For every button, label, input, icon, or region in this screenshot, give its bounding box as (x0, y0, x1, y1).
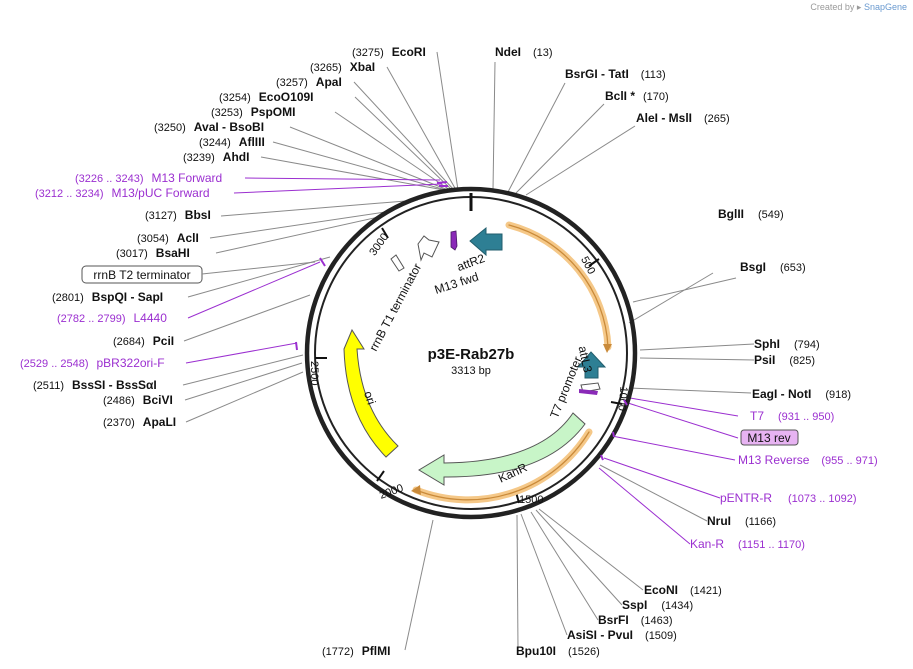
rrnb-t1-terminator-arrow (417, 235, 440, 262)
site-label[interactable]: (2684)PciI (113, 334, 174, 348)
snapgene-logo-icon: ▸ (856, 2, 862, 12)
right-site-labels: NdeI(13) BsrGI - TatI(113) BclI *(170) A… (322, 45, 878, 658)
rrnb-t2-connector (201, 261, 316, 275)
primer-label[interactable]: (2529 .. 2548)pBR322ori-F (20, 356, 165, 370)
site-label[interactable]: (2486)BciVI (103, 393, 173, 407)
m13-rev-feature (579, 389, 598, 395)
m13-fwd-label: M13 fwd (433, 270, 480, 297)
primer-label[interactable]: T7(931 .. 950) (750, 409, 834, 423)
attl3-feature-arrow (576, 351, 607, 379)
tick-label-1500: 1500 (519, 494, 543, 506)
attr2-feature-arrow (469, 226, 503, 257)
primer-label[interactable]: pENTR-R(1073 .. 1092) (720, 491, 857, 505)
site-label[interactable]: AleI - MslI(265) (636, 111, 730, 125)
primer-marks (295, 181, 628, 461)
ori-label: ori (361, 389, 378, 406)
site-label[interactable]: NruI(1166) (707, 514, 776, 528)
site-label[interactable]: EagI - NotI(918) (752, 387, 851, 401)
site-label[interactable]: BsrFI(1463) (598, 613, 672, 627)
orf-arrowhead-1 (603, 344, 612, 353)
site-label[interactable]: Bpu10I(1526) (516, 644, 600, 658)
site-label[interactable]: (2370)ApaLI (103, 415, 176, 429)
site-label[interactable]: (2511)BssSI - BssSαI (33, 378, 157, 392)
attl3-label: attL3 (576, 345, 595, 374)
rrnb-t2-small-arrow (390, 254, 405, 272)
tick-marks (315, 227, 623, 504)
orf-arrowhead-2 (411, 485, 421, 495)
site-label[interactable]: BclI *(170) (605, 89, 669, 103)
primer-label[interactable]: M13 Reverse(955 .. 971) (738, 453, 878, 467)
created-by-text: Created by (810, 2, 855, 12)
site-label[interactable]: (3250)AvaI - BsoBI (154, 120, 264, 134)
plasmid-length: 3313 bp (451, 365, 491, 377)
tick-label-3000: 3000 (367, 231, 391, 258)
site-label[interactable]: (2801)BspQI - SapI (52, 290, 163, 304)
primer-label[interactable]: (3226 .. 3243)M13 Forward (75, 171, 222, 185)
site-label[interactable]: (3239)AhdI (183, 150, 249, 164)
site-label[interactable]: SspI(1434) (622, 598, 693, 612)
m13-rev-box-label: M13 rev (747, 431, 790, 445)
site-label[interactable]: (3257)ApaI (276, 75, 342, 89)
site-label[interactable]: BsgI(653) (740, 260, 806, 274)
left-site-labels: (3275)EcoRI (3265)XbaI (3257)ApaI (3254)… (20, 45, 426, 429)
snapgene-watermark: Created by ▸ SnapGene (810, 2, 907, 13)
site-label[interactable]: (3275)EcoRI (352, 45, 426, 59)
site-label[interactable]: EcoNI(1421) (644, 583, 722, 597)
kanr-feature-arrow (418, 412, 586, 486)
orf-bands (412, 221, 612, 504)
rrnb-t1-label: rrnB T1 terminator (366, 261, 424, 353)
site-label[interactable]: (1772)PflMI (322, 644, 390, 658)
tick-label-1000: 1000 (615, 386, 629, 411)
plasmid-backbone (304, 186, 638, 520)
site-label[interactable]: (3017)BsaHI (116, 246, 190, 260)
site-label[interactable]: (3244)AflIII (199, 135, 265, 149)
site-label[interactable]: AsiSI - PvuI(1509) (567, 628, 677, 642)
enzyme-connector-lines (182, 51, 755, 651)
rrnb-t2-terminator-label: rrnB T2 terminator (93, 268, 190, 282)
m13-fwd-feature (450, 230, 458, 251)
site-label[interactable]: (3254)EcoO109I (219, 90, 314, 104)
snapgene-brand-text: SnapGene (863, 2, 907, 12)
site-label[interactable]: (3054)AclI (137, 231, 199, 245)
tick-label-2500: 2500 (308, 361, 320, 385)
site-label[interactable]: SphI(794) (754, 337, 820, 351)
site-label[interactable]: (3265)XbaI (310, 60, 375, 74)
t7-promoter-label: T7 promoter (547, 354, 584, 420)
m13-rev-box[interactable] (740, 429, 799, 446)
primer-label[interactable]: Kan-R(1151 .. 1170) (690, 537, 805, 551)
primer-label[interactable]: (3212 .. 3234)M13/pUC Forward (35, 186, 210, 200)
primer-label[interactable]: (2782 .. 2799)L4440 (57, 311, 167, 325)
primer-connector-lines (185, 177, 739, 545)
site-label[interactable]: NdeI(13) (495, 45, 553, 59)
site-label[interactable]: BsrGI - TatI(113) (565, 67, 666, 81)
site-label[interactable]: (3253)PspOMI (211, 105, 295, 119)
site-label[interactable]: (3127)BbsI (145, 208, 211, 222)
ori-feature-arrow (343, 328, 399, 458)
plasmid-name: p3E-Rab27b (428, 346, 515, 363)
site-label[interactable]: PsiI(825) (754, 353, 815, 367)
rrnb-t2-terminator-box[interactable] (81, 265, 203, 284)
site-label[interactable]: BglII(549) (718, 207, 784, 221)
